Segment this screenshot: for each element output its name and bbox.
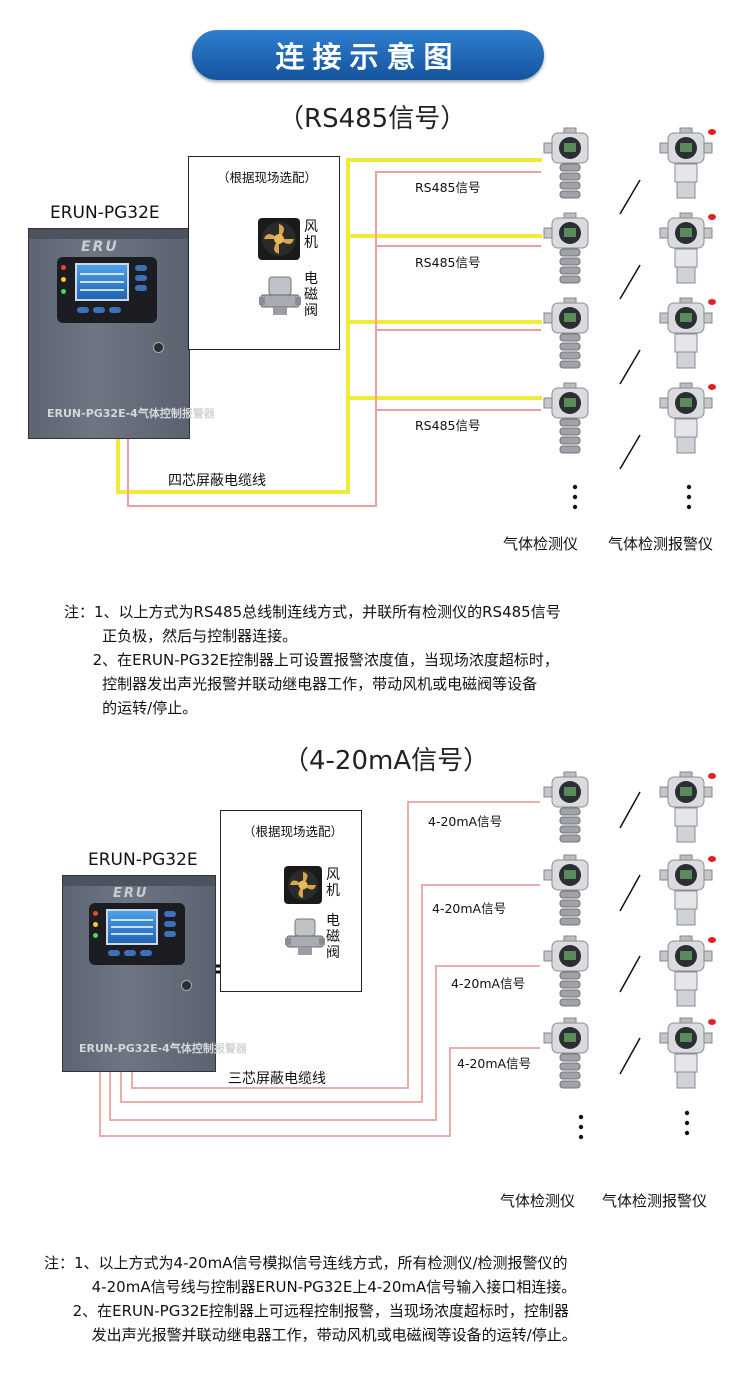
rs485-detector-caption: 气体检测仪: [503, 535, 579, 553]
ma-signal-label-2: 4-20mA信号: [432, 901, 507, 916]
gas-alarm-icon: [659, 935, 716, 1007]
gas-alarm-icon: [659, 382, 716, 454]
rs485-signal-label-3: RS485信号: [415, 418, 481, 433]
gas-alarm-icon: [659, 1017, 716, 1089]
ma-cable-label: 三芯屏蔽电缆线: [228, 1071, 326, 1087]
panel-screen: [75, 263, 129, 301]
slash-separator-icon: [619, 1037, 641, 1075]
rs485-controller-model: ERUN-PG32E: [50, 203, 160, 223]
vertical-ellipsis-icon: [572, 484, 578, 510]
ma-controller-model: ERUN-PG32E: [88, 850, 198, 870]
optional-box-title: （根据现场选配）: [217, 170, 318, 185]
panel-lock-icon: [181, 980, 192, 991]
rs485-alarm-caption: 气体检测报警仪: [608, 535, 714, 553]
banner-title: 连接示意图: [275, 40, 461, 74]
rs485-optional-devices-box: （根据现场选配） 风机 电磁阀: [188, 156, 340, 350]
slash-separator-icon: [619, 434, 641, 470]
slash-separator-icon: [619, 349, 641, 385]
note-line: 注：1、以上方式为4-20mA信号模拟信号连线方式，所有检测仪/检测报警仪的: [44, 1254, 568, 1272]
slash-separator-icon: [619, 264, 641, 300]
ma-detector-caption: 气体检测仪: [500, 1192, 576, 1210]
panel-bezel: [89, 903, 185, 965]
note-line: 发出声光报警并联动继电器工作，带动风机或电磁阀等设备的运转/停止。: [44, 1326, 577, 1344]
panel-lock-icon: [153, 342, 164, 353]
gas-detector-icon: [543, 771, 589, 843]
note-line: 注：1、以上方式为RS485总线制连线方式，并联所有检测仪的RS485信号: [64, 603, 561, 621]
slash-separator-icon: [619, 791, 641, 829]
ma-signal-label-1: 4-20mA信号: [428, 814, 503, 829]
fan-label: 风机: [326, 867, 340, 899]
solenoid-valve-icon: [259, 276, 301, 315]
optional-box-title: （根据现场选配）: [243, 824, 344, 839]
rs485-cable-label: 四芯屏蔽电缆线: [168, 473, 266, 489]
gas-detector-icon: [543, 1017, 589, 1089]
fan-icon: [284, 866, 322, 904]
note-line: 4-20mA信号线与控制器ERUN-PG32E上4-20mA信号输入接口相连接。: [44, 1278, 577, 1296]
ma-section-title: （4-20mA信号）: [283, 746, 490, 776]
gas-detector-icon: [543, 382, 589, 454]
panel-bezel: [57, 257, 157, 323]
gas-alarm-icon: [659, 127, 716, 199]
fan-icon: [258, 218, 300, 260]
ma-controller-panel: ERU ERUN-PG32E-4气体控制报警器: [62, 875, 247, 1072]
gas-alarm-icon: [659, 771, 716, 843]
gas-detector-icon: [543, 212, 589, 284]
rs485-notes: 注：1、以上方式为RS485总线制连线方式，并联所有检测仪的RS485信号 正负…: [64, 600, 561, 720]
gas-alarm-icon: [659, 212, 716, 284]
ma-optional-devices-box: （根据现场选配） 风机 电磁阀: [220, 810, 362, 992]
gas-detector-icon: [543, 854, 589, 926]
gas-alarm-icon: [659, 854, 716, 926]
slash-separator-icon: [619, 955, 641, 993]
note-line: 正负极，然后与控制器连接。: [64, 627, 298, 645]
ma-signal-label-3: 4-20mA信号: [451, 976, 526, 991]
panel-nameplate: ERUN-PG32E-4气体控制报警器: [79, 1042, 247, 1055]
gas-detector-icon: [543, 297, 589, 369]
slash-separator-icon: [619, 179, 641, 215]
panel-nameplate: ERUN-PG32E-4气体控制报警器: [47, 407, 215, 420]
ma-notes: 注：1、以上方式为4-20mA信号模拟信号连线方式，所有检测仪/检测报警仪的 4…: [44, 1251, 577, 1347]
valve-label: 电磁阀: [304, 271, 318, 319]
vertical-ellipsis-icon: [684, 1110, 690, 1136]
note-line: 2、在ERUN-PG32E控制器上可远程控制报警，当现场浓度超标时，控制器: [44, 1302, 569, 1320]
fan-label: 风机: [304, 219, 318, 251]
rs485-section-title: （RS485信号）: [278, 104, 467, 134]
note-line: 2、在ERUN-PG32E控制器上可设置报警浓度值，当现场浓度超标时，: [64, 651, 559, 669]
panel-screen: [106, 909, 158, 945]
note-line: 的运转/停止。: [64, 699, 198, 717]
gas-detector-icon: [543, 127, 589, 199]
panel-logo: ERU: [113, 886, 149, 901]
rs485-signal-label-2: RS485信号: [415, 255, 481, 270]
ma-signal-label-4: 4-20mA信号: [457, 1056, 532, 1071]
solenoid-valve-icon: [285, 918, 325, 955]
slash-separator-icon: [619, 874, 641, 912]
rs485-signal-label-1: RS485信号: [415, 180, 481, 195]
rs485-controller-panel: ERU ERUN-PG32E-4气体控制报警器: [28, 228, 215, 439]
ma-alarm-caption: 气体检测报警仪: [602, 1192, 708, 1210]
note-line: 控制器发出声光报警并联动继电器工作，带动风机或电磁阀等设备: [64, 675, 538, 693]
gas-alarm-icon: [659, 297, 716, 369]
vertical-ellipsis-icon: [686, 484, 692, 510]
section-banner: 连接示意图: [192, 30, 544, 80]
gas-detector-icon: [543, 935, 589, 1007]
valve-label: 电磁阀: [326, 913, 340, 961]
panel-logo: ERU: [81, 239, 119, 255]
vertical-ellipsis-icon: [578, 1114, 584, 1140]
